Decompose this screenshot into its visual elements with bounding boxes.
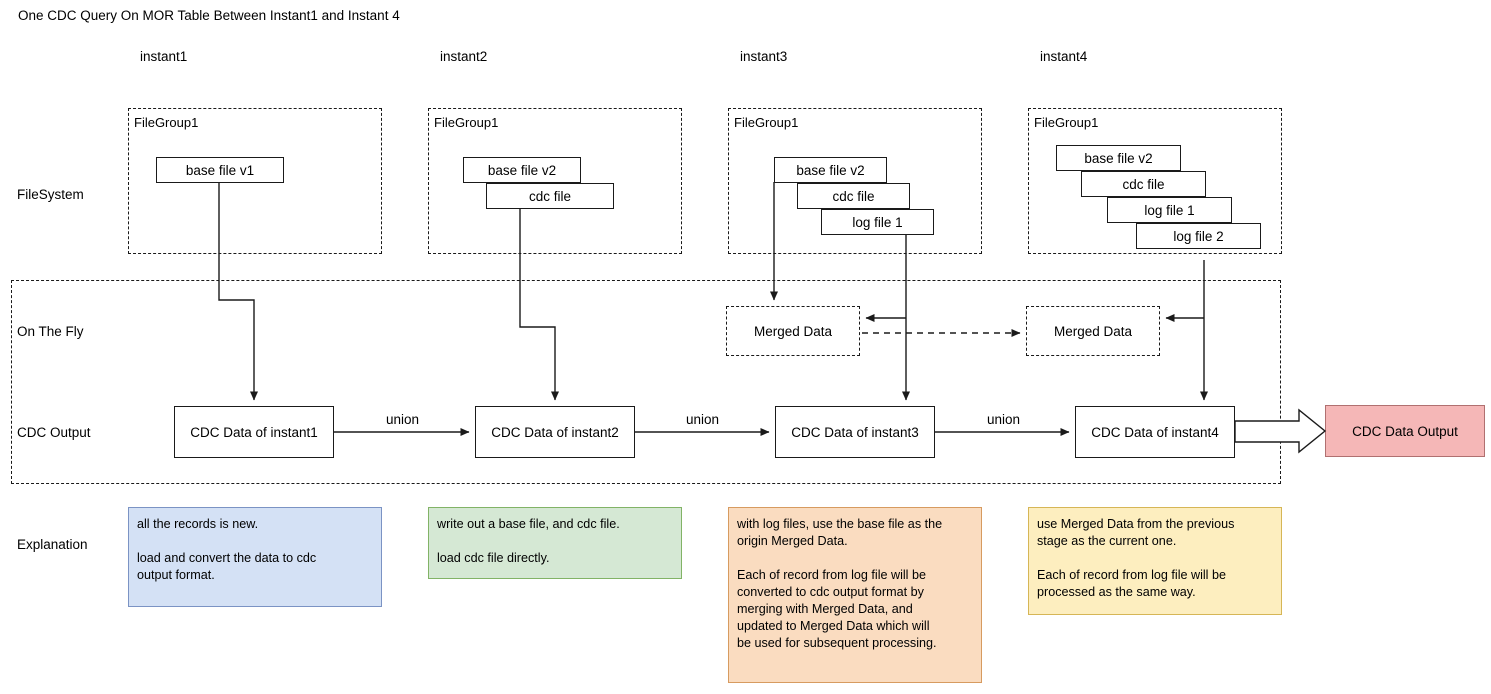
cdc-data-instant3: CDC Data of instant3 xyxy=(775,406,935,458)
filegroup-title: FileGroup1 xyxy=(134,115,199,130)
file-cdc-file: cdc file xyxy=(1081,171,1206,197)
filegroup-title: FileGroup1 xyxy=(734,115,799,130)
explanation-instant4: use Merged Data from the previous stage … xyxy=(1028,507,1282,615)
file-base-file-v2: base file v2 xyxy=(463,157,581,183)
file-base-file-v2: base file v2 xyxy=(774,157,887,183)
explanation-instant1: all the records is new. load and convert… xyxy=(128,507,382,607)
column-header-instant3: instant3 xyxy=(740,49,788,64)
row-label-cdc-output: CDC Output xyxy=(17,425,91,440)
union-label-2: union xyxy=(686,412,720,427)
cdc-data-instant4: CDC Data of instant4 xyxy=(1075,406,1235,458)
column-header-instant4: instant4 xyxy=(1040,49,1088,64)
filegroup-instant3: FileGroup1 base file v2 cdc file log fil… xyxy=(728,108,982,254)
column-header-instant1: instant1 xyxy=(140,49,188,64)
cdc-data-instant1: CDC Data of instant1 xyxy=(174,406,334,458)
file-log-file-1: log file 1 xyxy=(1107,197,1232,223)
filegroup-title: FileGroup1 xyxy=(1034,115,1099,130)
file-base-file-v1: base file v1 xyxy=(156,157,284,183)
file-log-file-2: log file 2 xyxy=(1136,223,1261,249)
pipeline-container xyxy=(11,280,1281,484)
cdc-data-instant2: CDC Data of instant2 xyxy=(475,406,635,458)
page-title: One CDC Query On MOR Table Between Insta… xyxy=(18,8,400,23)
filegroup-instant2: FileGroup1 base file v2 cdc file xyxy=(428,108,682,254)
row-label-on-the-fly: On The Fly xyxy=(17,324,84,339)
explanation-instant3: with log files, use the base file as the… xyxy=(728,507,982,683)
filegroup-title: FileGroup1 xyxy=(434,115,499,130)
union-label-1: union xyxy=(386,412,420,427)
file-log-file-1: log file 1 xyxy=(821,209,934,235)
file-cdc-file: cdc file xyxy=(486,183,614,209)
filegroup-instant1: FileGroup1 base file v1 xyxy=(128,108,382,254)
merged-data-instant3: Merged Data xyxy=(726,306,860,356)
column-header-instant2: instant2 xyxy=(440,49,488,64)
file-base-file-v2: base file v2 xyxy=(1056,145,1181,171)
explanation-instant2: write out a base file, and cdc file. loa… xyxy=(428,507,682,579)
row-label-filesystem: FileSystem xyxy=(17,187,84,202)
union-label-3: union xyxy=(987,412,1021,427)
row-label-explanation: Explanation xyxy=(17,537,88,552)
file-cdc-file: cdc file xyxy=(797,183,910,209)
merged-data-instant4: Merged Data xyxy=(1026,306,1160,356)
filegroup-instant4: FileGroup1 base file v2 cdc file log fil… xyxy=(1028,108,1282,254)
cdc-data-output: CDC Data Output xyxy=(1325,405,1485,457)
